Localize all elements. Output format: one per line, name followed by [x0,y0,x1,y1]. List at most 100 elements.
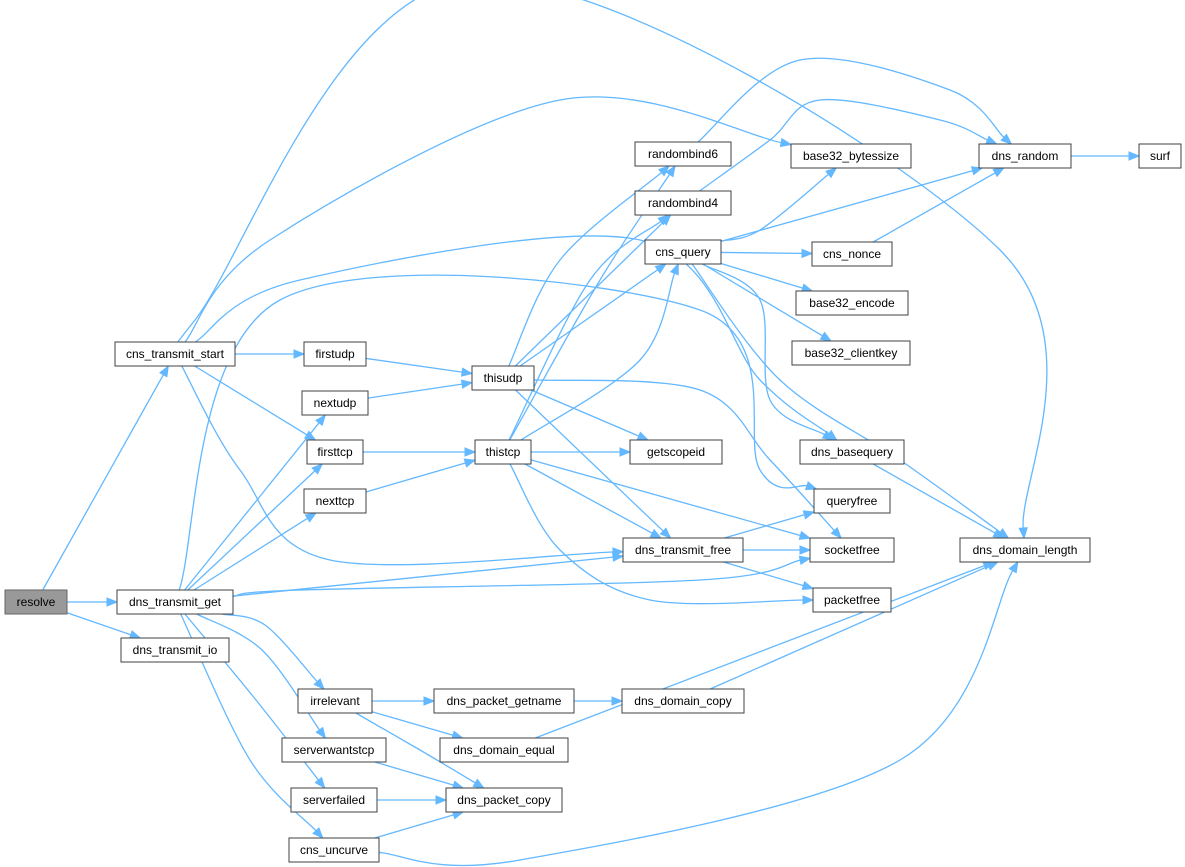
edge-line [530,459,801,537]
edge-cns_query-to-cns_nonce [720,248,814,259]
edge-arrowhead [801,580,815,591]
node-label: dns_domain_copy [634,694,731,708]
edge-arrowhead [312,827,324,839]
edge-thisudp-to-socketfree [533,379,842,539]
node-dns_transmit_free[interactable]: dns_transmit_free [622,537,744,563]
node-firstudp[interactable]: firstudp [303,341,367,367]
edge-cns_transmit_start-to-dns_domain_length [169,0,1048,540]
node-firsttcp[interactable]: firsttcp [306,439,364,465]
edge-irrelevant-to-dns_packet_getname [372,696,436,706]
edge-arrowhead [315,726,327,740]
edge-dns_transmit_get-to-dns_transmit_free [232,552,625,597]
edge-arrowhead [669,262,679,276]
node-serverfailed[interactable]: serverfailed [290,787,378,813]
edge-arrowhead [801,248,814,259]
edge-irrelevant-to-dns_domain_equal [371,711,464,740]
node-thistcp[interactable]: thistcp [474,439,532,465]
edge-thisudp-to-dns_transmit_free [515,389,672,539]
edge-irrelevant-to-dns_packet_copy [355,712,485,789]
edge-arrowhead [611,696,624,706]
edge-line [232,559,801,598]
node-dns_domain_copy[interactable]: dns_domain_copy [621,688,745,714]
edge-resolve-to-dns_transmit_get [67,597,119,607]
edge-arrowhead [821,430,835,441]
node-resolve[interactable]: resolve [4,589,68,615]
edge-cns_uncurve-to-dns_domain_length [378,560,1019,867]
edge-dns_transmit_get-to-irrelevant [221,613,325,690]
node-dns_transmit_get[interactable]: dns_transmit_get [116,589,234,615]
node-label: thisudp [484,371,523,385]
edge-arrowhead [472,778,485,789]
edge-dns_random-to-surf [1071,151,1141,161]
node-thisudp[interactable]: thisudp [471,365,535,391]
edge-thistcp-to-randombind4 [508,214,670,441]
node-packetfree[interactable]: packetfree [812,587,892,613]
node-irrelevant[interactable]: irrelevant [297,688,373,714]
node-dns_domain_equal[interactable]: dns_domain_equal [439,737,569,763]
node-dns_packet_copy[interactable]: dns_packet_copy [445,787,563,813]
edge-line [514,221,664,367]
edge-cns_transmit_start-to-base32_bytessize [184,96,793,343]
node-base32_bytessize[interactable]: base32_bytessize [790,143,912,169]
node-box [644,239,722,265]
edge-line [508,220,662,441]
edge-arrowhead [128,630,142,640]
edge-line [524,463,653,534]
node-randombind4[interactable]: randombind4 [634,190,732,216]
edge-firsttcp-to-thistcp [363,447,477,457]
node-cns_query[interactable]: cns_query [644,239,722,265]
edge-arrowhead [463,458,477,468]
node-nextudp[interactable]: nextudp [301,390,369,416]
node-box [301,390,369,416]
node-cns_uncurve[interactable]: cns_uncurve [288,837,380,863]
node-box [281,737,387,763]
node-label: getscopeid [647,445,705,459]
edge-arrowhead [1018,527,1028,540]
node-box [634,190,732,216]
edge-arrowhead [830,527,842,539]
node-base32_encode[interactable]: base32_encode [795,290,909,316]
node-nexttcp[interactable]: nexttcp [303,488,367,514]
node-serverwantstcp[interactable]: serverwantstcp [281,737,387,763]
node-box [790,143,912,169]
node-label: serverfailed [303,793,365,807]
edge-line [872,463,996,534]
node-surf[interactable]: surf [1138,143,1182,169]
node-randombind6[interactable]: randombind6 [634,141,732,167]
edge-arrowhead [992,528,1005,539]
node-box [120,637,230,663]
node-socketfree[interactable]: socketfree [809,537,895,563]
node-base32_clientkey[interactable]: base32_clientkey [791,340,911,366]
edge-line [184,422,320,591]
node-label: dns_basequery [811,445,893,459]
edge-line [515,389,664,532]
node-dns_packet_getname[interactable]: dns_packet_getname [433,688,575,714]
node-box [812,587,892,613]
node-cns_transmit_start[interactable]: cns_transmit_start [114,341,236,367]
node-dns_transmit_io[interactable]: dns_transmit_io [120,637,230,663]
edge-line [66,612,132,636]
edge-arrowhead [423,696,436,706]
node-getscopeid[interactable]: getscopeid [629,439,723,465]
node-dns_basequery[interactable]: dns_basequery [799,439,905,465]
edge-dns_transmit_get-to-nexttcp [193,512,318,591]
node-dns_random[interactable]: dns_random [978,143,1072,169]
edge-arrowhead [612,552,625,562]
node-label: cns_nonce [823,247,881,261]
nodes-layer: resolve cns_transmit_start dns_transmit_ge… [4,141,1182,863]
edge-line [701,263,825,436]
edge-line [365,462,466,493]
node-label: randombind4 [648,196,718,210]
node-box [474,439,532,465]
edge-cns_transmit_start-to-firstudp [235,349,306,359]
edge-resolve-to-dns_transmit_io [66,612,142,640]
node-cns_nonce[interactable]: cns_nonce [811,241,893,267]
node-box [634,141,732,167]
node-queryfree[interactable]: queryfree [813,488,891,514]
node-label: serverwantstcp [294,743,375,757]
edge-line [42,374,164,591]
node-label: base32_bytessize [803,149,899,163]
node-dns_domain_length[interactable]: dns_domain_length [959,537,1091,563]
edge-arrowhead [798,530,812,540]
edge-dns_transmit_get-to-serverwantstcp [196,613,327,740]
